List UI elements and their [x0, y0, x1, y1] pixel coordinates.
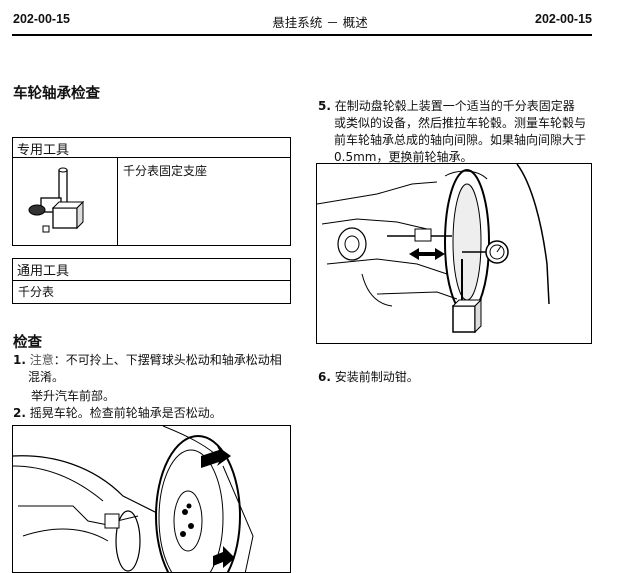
step-5-number: 5.: [318, 99, 331, 113]
step-1-text: ：不可拎上、下摆臂球头松动和轴承松动相: [53, 353, 282, 367]
general-tools-table: 通用工具 千分表: [12, 258, 291, 304]
step-2-number: 2.: [13, 406, 26, 420]
dial-indicator-illustration: [317, 164, 550, 334]
step-5-line-4: 0.5mm，更换前轮轴承。: [334, 150, 473, 164]
special-tool-image-cell: [13, 158, 118, 245]
step-6-number: 6.: [318, 370, 331, 384]
general-tool-item: 千分表: [18, 285, 55, 299]
header-title: 悬挂系统 － 概述: [272, 15, 368, 30]
step-2: 2. 摇晃车轮。检查前轮轴承是否松动。: [13, 405, 222, 422]
inspection-title: 检查: [13, 335, 42, 351]
step-6: 6. 安装前制动钳。: [318, 369, 419, 386]
special-tools-table: 专用工具 千分表固定支座: [12, 137, 291, 246]
step-6-text: 安装前制动钳。: [334, 370, 419, 384]
step-1-text-cont: 混淆。: [28, 370, 65, 384]
step-5-line-2: 或类似的设备，然后推拉车轮毂。测量车轮毂与: [334, 116, 587, 130]
step-1-number: 1.: [13, 353, 26, 367]
dial-indicator-figure: [316, 163, 592, 344]
step-5-line-3: 前车轮轴承总成的轴向间隙。如果轴向间隙大于: [334, 133, 587, 147]
step-5: 5. 在制动盘轮毂上装置一个适当的千分表固定器 或类似的设备，然后推拉车轮毂。测…: [318, 98, 598, 166]
step-2-text: 摇晃车轮。检查前轮轴承是否松动。: [29, 406, 222, 420]
step-1-sub: 举升汽车前部。: [31, 389, 116, 403]
header-right-code: 202-00-15: [535, 12, 592, 26]
header-left-code: 202-00-15: [13, 12, 70, 26]
step-5-line-1: 在制动盘轮毂上装置一个适当的千分表固定器: [334, 99, 575, 113]
wheel-shake-figure: [12, 425, 291, 573]
general-tools-header: 通用工具: [13, 259, 290, 281]
header-rule: [12, 34, 592, 36]
dial-indicator-holder-icon: [28, 167, 85, 233]
section-title: 车轮轴承检查: [13, 86, 100, 102]
special-tool-name: 千分表固定支座: [123, 164, 208, 178]
wheel-shake-illustration: [13, 426, 254, 572]
special-tools-header: 专用工具: [13, 138, 290, 158]
step-1-note-label: 注意: [29, 353, 54, 367]
step-1: 1. 注意：不可拎上、下摆臂球头松动和轴承松动相 混淆。: [13, 352, 298, 386]
